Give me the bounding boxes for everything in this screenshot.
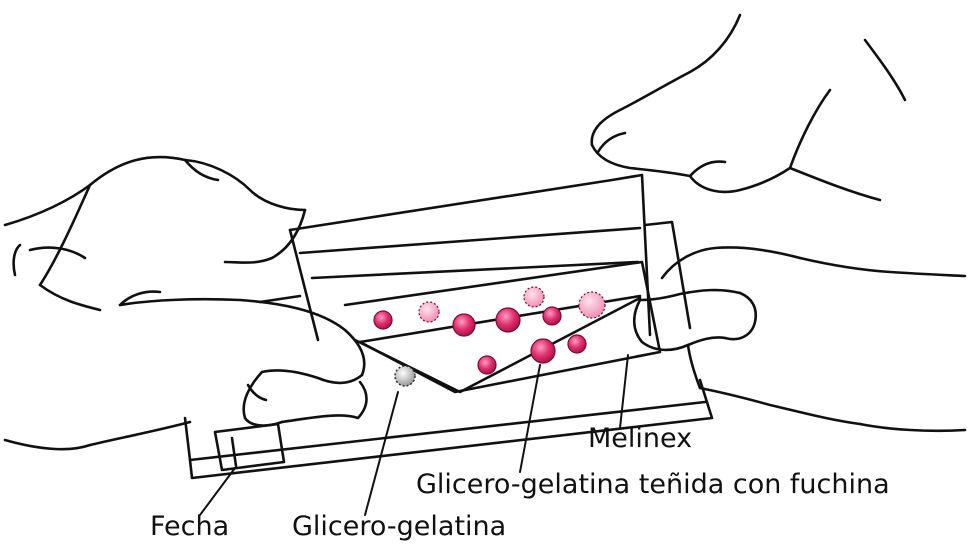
drop — [453, 314, 475, 336]
label-date: Fecha — [150, 513, 229, 540]
drop — [568, 335, 586, 353]
drop — [478, 356, 496, 374]
label-stained-glycerin-jelly: Glicero-gelatina teñida con fuchina — [416, 471, 890, 498]
right-hand-upper — [592, 15, 905, 200]
drop — [524, 287, 544, 307]
drop — [419, 302, 439, 322]
pointer-tenida — [520, 365, 540, 472]
drop — [374, 311, 392, 329]
date-label-patch — [215, 424, 284, 470]
stained-drops — [374, 287, 605, 374]
left-hand-upper — [5, 157, 305, 310]
drop — [579, 292, 605, 318]
clear-drop — [395, 366, 415, 386]
label-melinex: Melinex — [588, 425, 692, 452]
label-glycerin-jelly: Glicero-gelatina — [292, 513, 506, 540]
drop — [496, 308, 520, 332]
pointer-melinex — [620, 355, 628, 428]
melinex-sheet — [290, 175, 660, 392]
drop — [531, 339, 555, 363]
drop — [543, 307, 561, 325]
